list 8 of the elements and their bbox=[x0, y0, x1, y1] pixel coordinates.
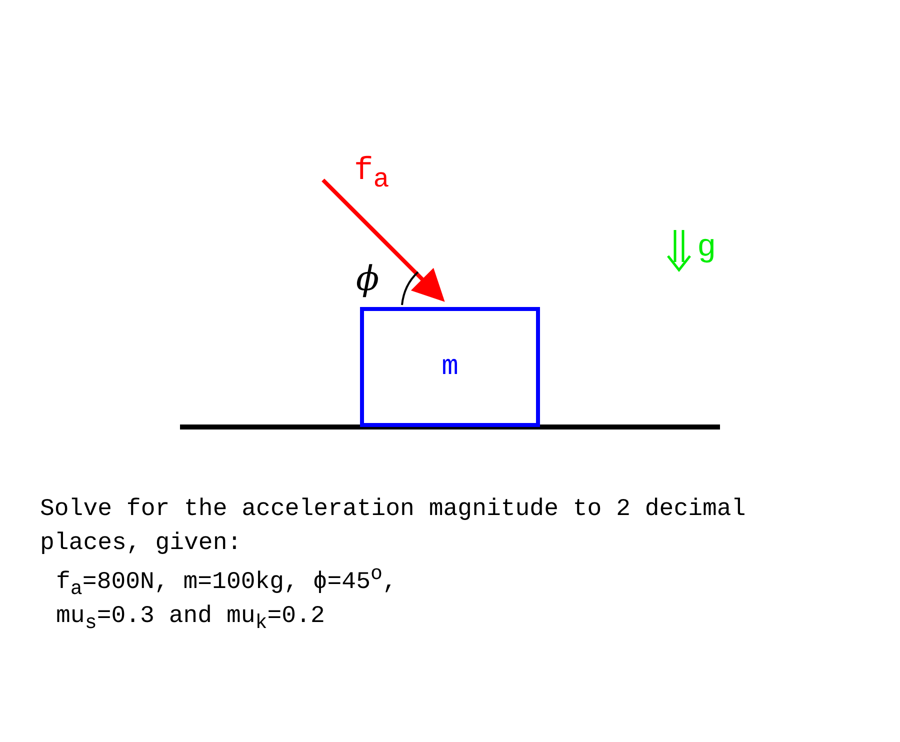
given-values: f$_{a}$=800N, m=100kg, ϕ=45$^{o}$, bbox=[56, 565, 397, 600]
force-label: f$_{a}$ bbox=[354, 155, 390, 194]
mass-label: m bbox=[442, 352, 458, 382]
block bbox=[360, 307, 540, 427]
problem-text: Solve for the acceleration magnitude to 2 decimal places, given: bbox=[40, 495, 747, 559]
gravity-label: g bbox=[697, 232, 716, 264]
given-values: mu$_{s}$=0.3 and mu$_{k}$=0.2 bbox=[56, 605, 325, 634]
angle-label: ϕ bbox=[356, 262, 380, 296]
